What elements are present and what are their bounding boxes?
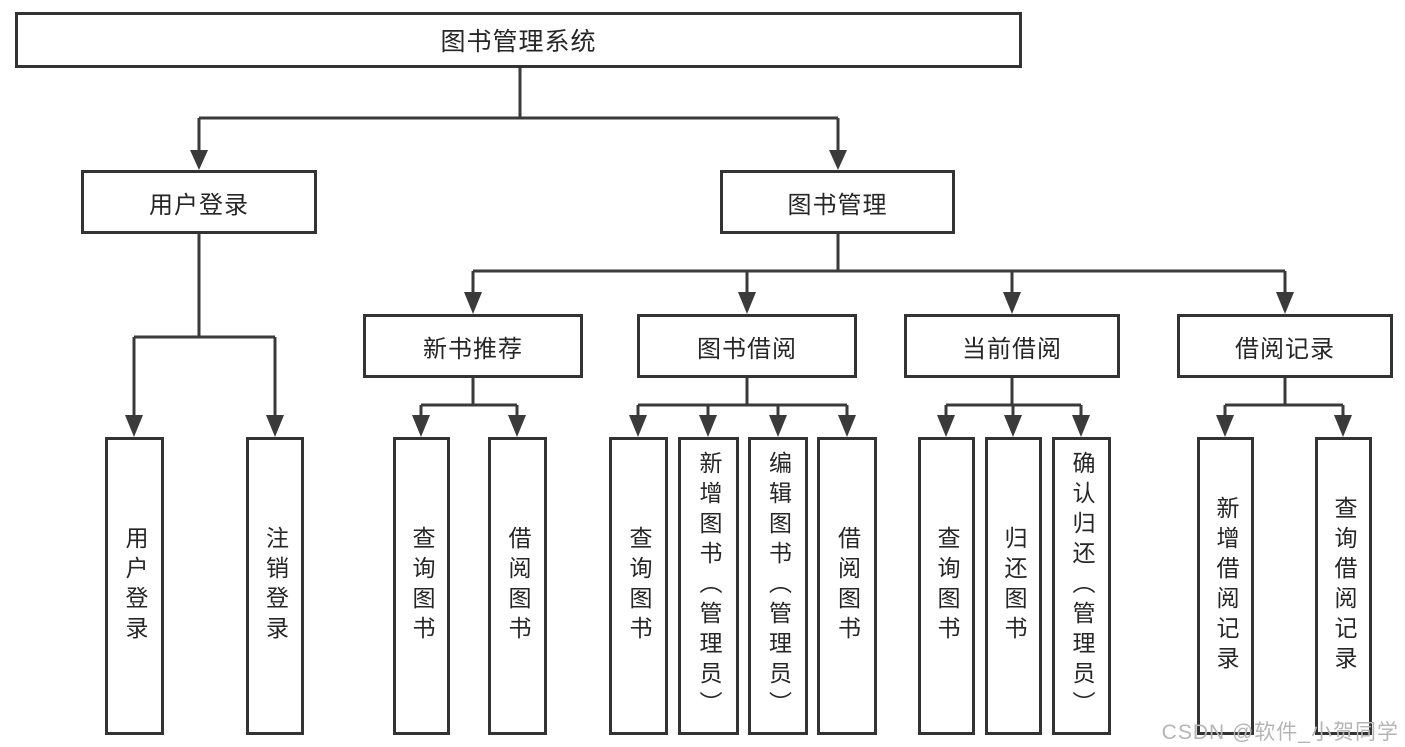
arrowhead <box>829 150 847 170</box>
leaf-user-login: 用户登录 <box>105 437 164 735</box>
node-label: 图书管理系统 <box>440 28 597 56</box>
leaf-return-books: 归还图书 <box>985 437 1042 735</box>
arrowhead <box>464 292 482 314</box>
node-label: 用户登录 <box>149 191 249 219</box>
arrowhead <box>1276 292 1294 314</box>
node-label: 借阅图书 <box>505 526 531 646</box>
node-user-login: 用户登录 <box>81 170 317 234</box>
leaf-query-books-recommend: 查询图书 <box>393 437 450 735</box>
leaf-borrow-books: 借阅图书 <box>817 437 877 735</box>
arrowhead <box>838 415 856 437</box>
leaf-add-borrow-record: 新增借阅记录 <box>1197 437 1254 735</box>
arrowhead <box>266 415 284 437</box>
node-borrow-records: 借阅记录 <box>1177 314 1393 378</box>
node-label: 新增借阅记录 <box>1213 496 1239 676</box>
leaf-edit-book-admin: 编辑图书（管理员） <box>748 437 808 735</box>
connector-book-borrow-to-leaves <box>629 378 856 437</box>
arrowhead <box>508 415 526 437</box>
node-label: 图书管理 <box>787 191 888 219</box>
arrowhead <box>125 415 143 437</box>
node-label: 注销登录 <box>262 526 289 646</box>
connector-new-book-recommend-to-leaves <box>412 378 526 437</box>
node-book-management: 图书管理 <box>720 170 955 234</box>
arrowhead <box>937 415 955 437</box>
node-label: 查询借阅记录 <box>1331 496 1357 676</box>
leaf-query-books-borrow: 查询图书 <box>609 437 668 735</box>
node-label: 归还图书 <box>1001 526 1027 646</box>
arrowhead <box>412 415 430 437</box>
node-label: 查询图书 <box>626 526 652 646</box>
connector-borrow-records-to-leaves <box>1216 378 1352 437</box>
arrowhead <box>699 415 717 437</box>
arrowhead <box>1072 415 1090 437</box>
leaf-query-borrow-record: 查询借阅记录 <box>1315 437 1372 735</box>
leaf-add-book-admin: 新增图书（管理员） <box>678 437 739 735</box>
node-current-borrow: 当前借阅 <box>904 314 1120 378</box>
node-label: 编辑图书（管理员） <box>765 451 792 721</box>
node-label: 图书借阅 <box>697 335 797 363</box>
node-book-borrow: 图书借阅 <box>637 314 857 378</box>
connector-book-management-to-level3 <box>464 234 1294 314</box>
leaf-confirm-return-admin: 确认归还（管理员） <box>1052 437 1111 735</box>
node-label: 查询图书 <box>934 526 960 646</box>
leaf-logout: 注销登录 <box>246 437 304 735</box>
arrowhead <box>1216 415 1234 437</box>
arrowhead <box>629 415 647 437</box>
arrowhead <box>769 415 787 437</box>
node-new-book-recommend: 新书推荐 <box>363 314 583 378</box>
leaf-borrow-books-recommend: 借阅图书 <box>488 437 547 735</box>
connector-user-login-to-leaves <box>125 234 284 437</box>
arrowhead <box>1334 415 1352 437</box>
node-label: 查询图书 <box>409 526 435 646</box>
node-label: 用户登录 <box>122 526 148 646</box>
node-label: 新增图书（管理员） <box>696 451 722 721</box>
leaf-query-books-current: 查询图书 <box>918 437 975 735</box>
connector-current-borrow-to-leaves <box>937 378 1090 437</box>
node-label: 确认归还（管理员） <box>1069 451 1095 721</box>
arrowhead <box>190 150 208 170</box>
connector-root-to-level2 <box>190 68 847 170</box>
arrowhead <box>738 292 756 314</box>
node-label: 当前借阅 <box>962 335 1062 363</box>
arrowhead <box>1003 292 1021 314</box>
node-label: 借阅记录 <box>1235 335 1335 363</box>
node-label: 借阅图书 <box>834 526 861 646</box>
node-root: 图书管理系统 <box>15 12 1022 68</box>
node-label: 新书推荐 <box>423 335 523 363</box>
arrowhead <box>1004 415 1022 437</box>
